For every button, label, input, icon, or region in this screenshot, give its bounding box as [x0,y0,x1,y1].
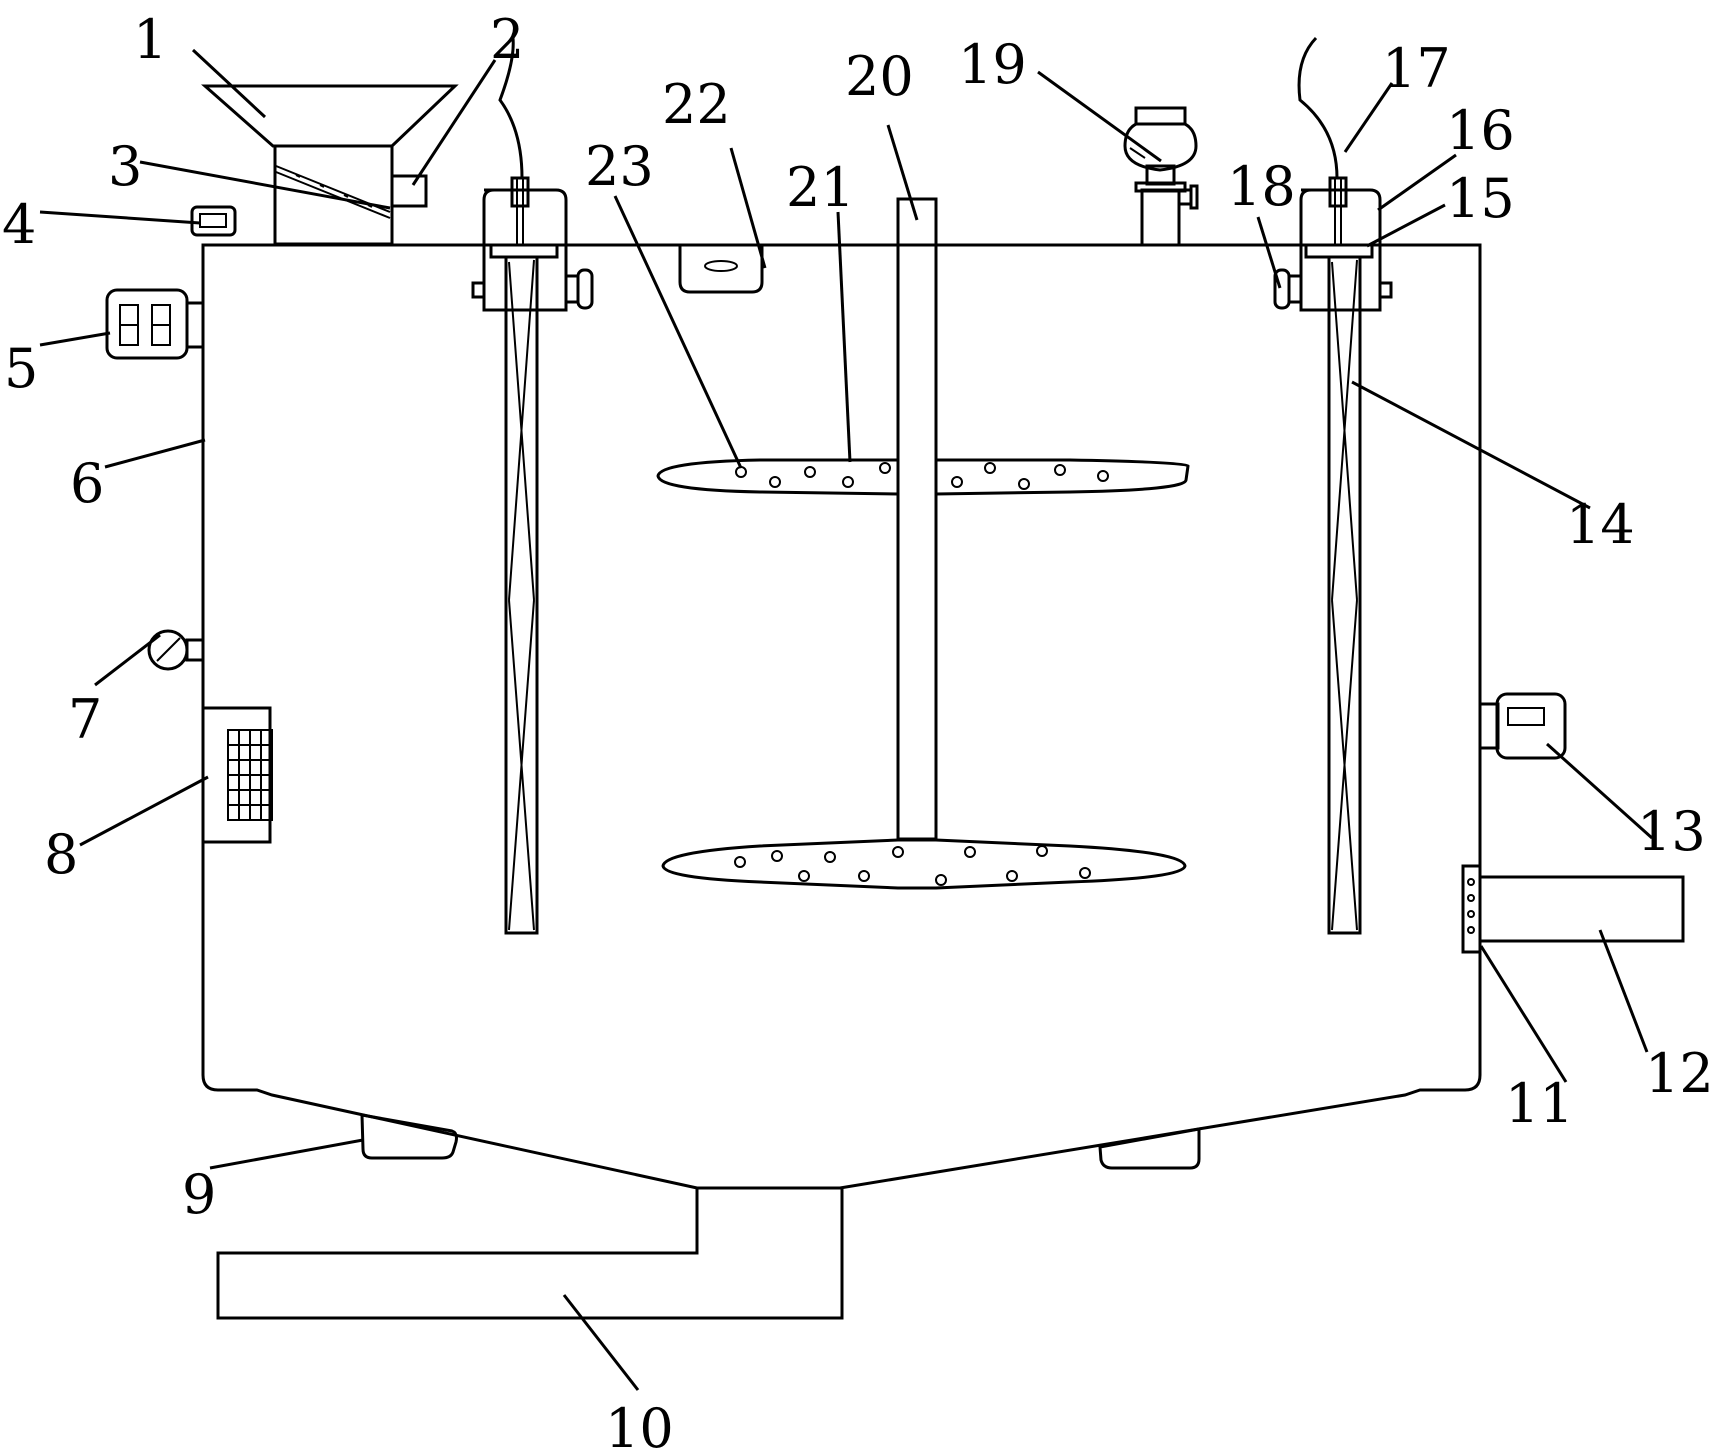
label-3: 3 [108,135,142,198]
support-pad-right [1098,1127,1201,1170]
top-sensor [190,205,237,237]
label-9: 9 [182,1163,216,1226]
label-18: 18 [1227,155,1296,218]
label-12: 12 [1645,1042,1709,1105]
label-2: 2 [490,8,524,71]
label-15: 15 [1446,167,1515,230]
label-5: 5 [4,337,38,400]
label-19: 19 [958,33,1027,96]
label-20: 20 [845,45,914,108]
side-meter [1478,692,1567,760]
feed-hopper [201,84,459,246]
label-14: 14 [1566,493,1635,556]
controller-box [105,288,205,360]
top-valve [1123,106,1199,247]
leader-lines [39,48,1654,1391]
label-23: 23 [585,135,654,198]
impeller-lower [661,838,1187,890]
screen-plate [275,165,391,219]
label-1: 1 [133,8,167,71]
impeller-upper [656,458,1190,496]
outlet-valve [1461,864,1482,954]
pressure-gauge [147,629,205,671]
discharge-pipe [216,1188,844,1320]
heating-rod-right [1273,36,1393,935]
label-13: 13 [1637,800,1706,863]
stirring-shaft [896,197,938,841]
label-7: 7 [68,688,102,751]
label-11: 11 [1505,1072,1574,1135]
label-4: 4 [2,193,36,256]
outlet-pipe [1478,875,1685,943]
label-21: 21 [786,156,855,219]
label-17: 17 [1382,37,1451,100]
label-10: 10 [605,1397,674,1454]
label-8: 8 [44,823,78,886]
label-16: 16 [1446,99,1515,162]
hopper-motor [390,174,428,208]
heating-rod-left [471,37,594,935]
part-labels: 1 2 3 4 5 6 7 8 9 10 11 12 13 14 15 16 1… [2,8,1709,1454]
inspection-port [678,245,764,294]
support-pad-left [360,1113,458,1160]
label-6: 6 [70,452,104,515]
tank-body [201,243,1482,1190]
label-22: 22 [662,73,731,136]
control-panel [201,706,273,844]
